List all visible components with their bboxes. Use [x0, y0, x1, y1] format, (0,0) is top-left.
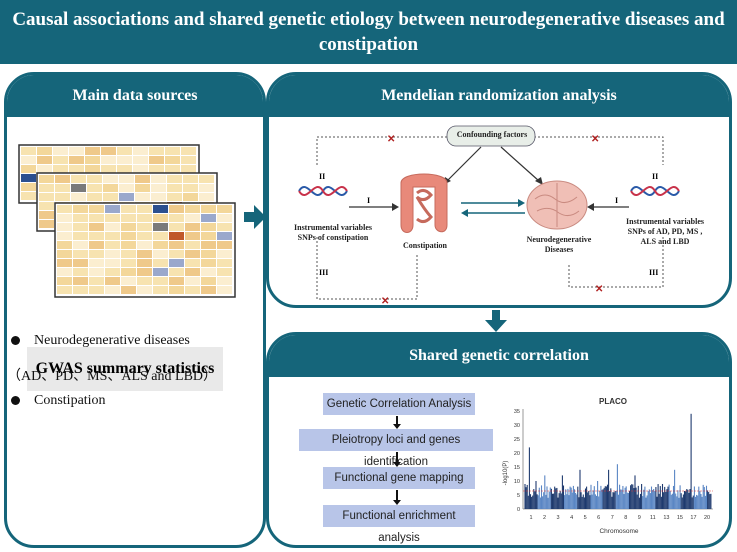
- mr-header: Mendelian randomization analysis: [269, 75, 729, 117]
- y-ticks: 35 30 25 20 15 10 5 0: [514, 409, 520, 513]
- flow-arrows: [393, 416, 401, 505]
- gwas-table-front: [54, 202, 236, 298]
- bullet-neuro-text: Neurodegenerative diseases: [34, 333, 190, 348]
- y-tick-label: 25: [514, 437, 520, 443]
- flow-step-correlation: Genetic Correlation Analysis: [323, 393, 475, 415]
- iv-right-line3: ALS and LBD: [640, 237, 690, 246]
- flow-step-enrichment: Functional enrichment analysis: [323, 505, 475, 544]
- flow-step-gene-mapping: Functional gene mapping: [323, 467, 475, 489]
- path-label-i: I: [615, 196, 618, 205]
- svg-text:✕: ✕: [591, 134, 599, 145]
- dna-icon: [630, 186, 680, 196]
- blocked-x-icon: ✕: [387, 134, 395, 145]
- iv-left-label: Instrumental variables SNPs of constipat…: [283, 223, 383, 243]
- svg-text:✕: ✕: [595, 284, 603, 295]
- y-tick-label: 30: [514, 423, 520, 429]
- y-tick-label: 35: [514, 409, 520, 415]
- confounding-label: Confounding factors: [456, 130, 528, 139]
- flow-arrow-icon: [393, 416, 401, 429]
- y-tick-label: 20: [514, 451, 520, 457]
- title-banner: Causal associations and shared genetic e…: [0, 0, 737, 64]
- x-tick-label: 8: [624, 515, 627, 521]
- flow-arrow-icon: [393, 452, 401, 467]
- y-tick-label: 5: [517, 493, 520, 499]
- path-label-iii: III: [649, 268, 658, 277]
- bullet-constipation: Constipation: [11, 393, 106, 409]
- mr-panel: Mendelian randomization analysis ✕ ✕ ✕ ✕: [266, 72, 732, 308]
- x-tick-label: 2: [543, 515, 546, 521]
- gwas-summary-label: GWAS summary statistics: [27, 347, 223, 391]
- x-tick-label: 9: [638, 515, 641, 521]
- y-axis-label: -log10(P): [503, 461, 509, 486]
- manhattan-points: [524, 413, 712, 509]
- plot-title: PLACO: [599, 397, 627, 406]
- iv-right-line1: Instrumental variables: [626, 217, 704, 226]
- iv-right-line2: SNPs of AD, PD, MS ,: [627, 227, 703, 236]
- neuro-label: Neurodegenerative Diseases: [521, 235, 597, 255]
- svg-text:✕: ✕: [387, 134, 395, 145]
- x-tick-label: 6: [597, 515, 600, 521]
- intestine-icon: [400, 173, 448, 233]
- x-tick-label: 4: [570, 515, 573, 521]
- bullet-constipation-text: Constipation: [34, 393, 106, 408]
- main-title: Causal associations and shared genetic e…: [12, 9, 725, 55]
- manhattan-plot: PLACO -log10(P) 35 30 25 20 15 10 5 0 1 2 3 4 5 6 7 8 9…: [503, 397, 713, 535]
- path-label-ii: II: [652, 172, 658, 181]
- blocked-x-icon: ✕: [591, 134, 599, 145]
- flow-arrow-icon: [393, 490, 401, 505]
- y-tick-label: 0: [517, 507, 520, 513]
- neuro-line1: Neurodegenerative: [526, 235, 592, 244]
- arrow-right-icon: [244, 205, 266, 229]
- blocked-x-icon: ✕: [595, 284, 603, 295]
- path-label-ii: II: [319, 172, 325, 181]
- gwas-tables-illustration: [18, 144, 236, 298]
- x-tick-label: 13: [663, 515, 669, 521]
- x-tick-label: 20: [704, 515, 710, 521]
- bullet-neuro-list: （AD、PD、MS、ALS and LBD）: [7, 369, 218, 384]
- svg-text:✕: ✕: [381, 296, 389, 305]
- confounding-box: [446, 125, 536, 147]
- iv-right-label: Instrumental variables SNPs of AD, PD, M…: [611, 217, 719, 247]
- x-ticks: 1 2 3 4 5 6 7 8 9 11 13 15 17 20: [529, 515, 710, 521]
- iv-left-line1: Instrumental variables: [294, 223, 372, 232]
- neuro-line2: Diseases: [544, 245, 574, 254]
- x-tick-label: 7: [611, 515, 614, 521]
- blocked-x-icon: ✕: [381, 296, 389, 305]
- bullet-dot: [11, 396, 20, 406]
- x-tick-label: 15: [677, 515, 683, 521]
- constipation-label: Constipation: [402, 241, 447, 250]
- dna-icon: [298, 186, 348, 196]
- x-axis-label: Chromosome: [599, 528, 638, 535]
- data-sources-panel: Main data sources GWAS summary statistic…: [4, 72, 266, 548]
- x-tick-label: 17: [690, 515, 696, 521]
- x-tick-label: 5: [584, 515, 587, 521]
- brain-icon: [526, 180, 588, 230]
- path-label-i: I: [367, 196, 370, 205]
- x-tick-label: 1: [529, 515, 532, 521]
- y-tick-label: 10: [514, 479, 520, 485]
- bullet-neuro: Neurodegenerative diseases: [11, 333, 190, 349]
- y-tick-label: 15: [514, 465, 520, 471]
- path-label-iii: III: [319, 268, 328, 277]
- data-sources-header: Main data sources: [7, 75, 263, 117]
- shared-header: Shared genetic correlation: [269, 335, 729, 377]
- mr-diagram: ✕ ✕ ✕ ✕: [298, 125, 680, 305]
- bullet-dot: [11, 336, 20, 346]
- x-tick-label: 11: [650, 515, 656, 521]
- shared-genetic-panel: Shared genetic correlation Genetic Corre…: [266, 332, 732, 548]
- iv-left-line2: SNPs of constipation: [297, 233, 369, 242]
- x-tick-label: 3: [557, 515, 560, 521]
- arrow-down-icon: [485, 310, 507, 332]
